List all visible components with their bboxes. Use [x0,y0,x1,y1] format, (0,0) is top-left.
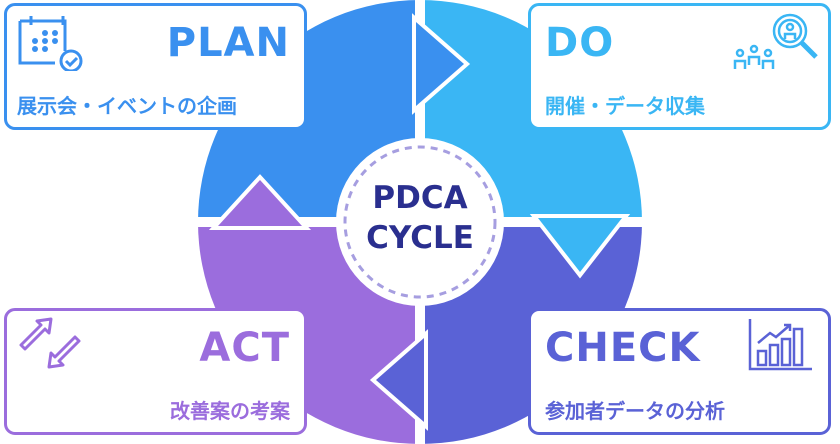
people-search-icon [733,13,818,69]
center-circle [336,138,504,306]
check-box: CHECK 参加者データの分析 [528,308,831,435]
center-label: PDCA CYCLE [340,178,500,258]
do-subtitle: 開催・データ収集 [545,94,705,118]
plan-box: PLAN 展示会・イベントの企画 [4,3,307,130]
check-subtitle: 参加者データの分析 [545,399,725,423]
center-line-1: PDCA [372,180,468,216]
calendar-check-icon [18,16,83,71]
plan-title: PLAN [166,20,290,66]
do-title: DO [545,20,615,66]
check-title: CHECK [545,325,701,371]
act-title: ACT [199,325,290,371]
bar-chart-growth-icon [748,319,812,371]
act-box: ACT 改善案の考案 [4,308,307,435]
check-arrow-tip [369,329,428,431]
do-box: DO 開催・データ収集 [528,3,831,130]
do-arrow-tip [529,214,631,279]
arrows-diagonal-icon [19,317,81,369]
act-arrow-tip [208,174,312,230]
act-subtitle: 改善案の考案 [170,399,290,423]
plan-subtitle: 展示会・イベントの企画 [17,94,237,118]
center-line-2: CYCLE [366,220,474,256]
plan-arrow-tip [412,13,471,115]
